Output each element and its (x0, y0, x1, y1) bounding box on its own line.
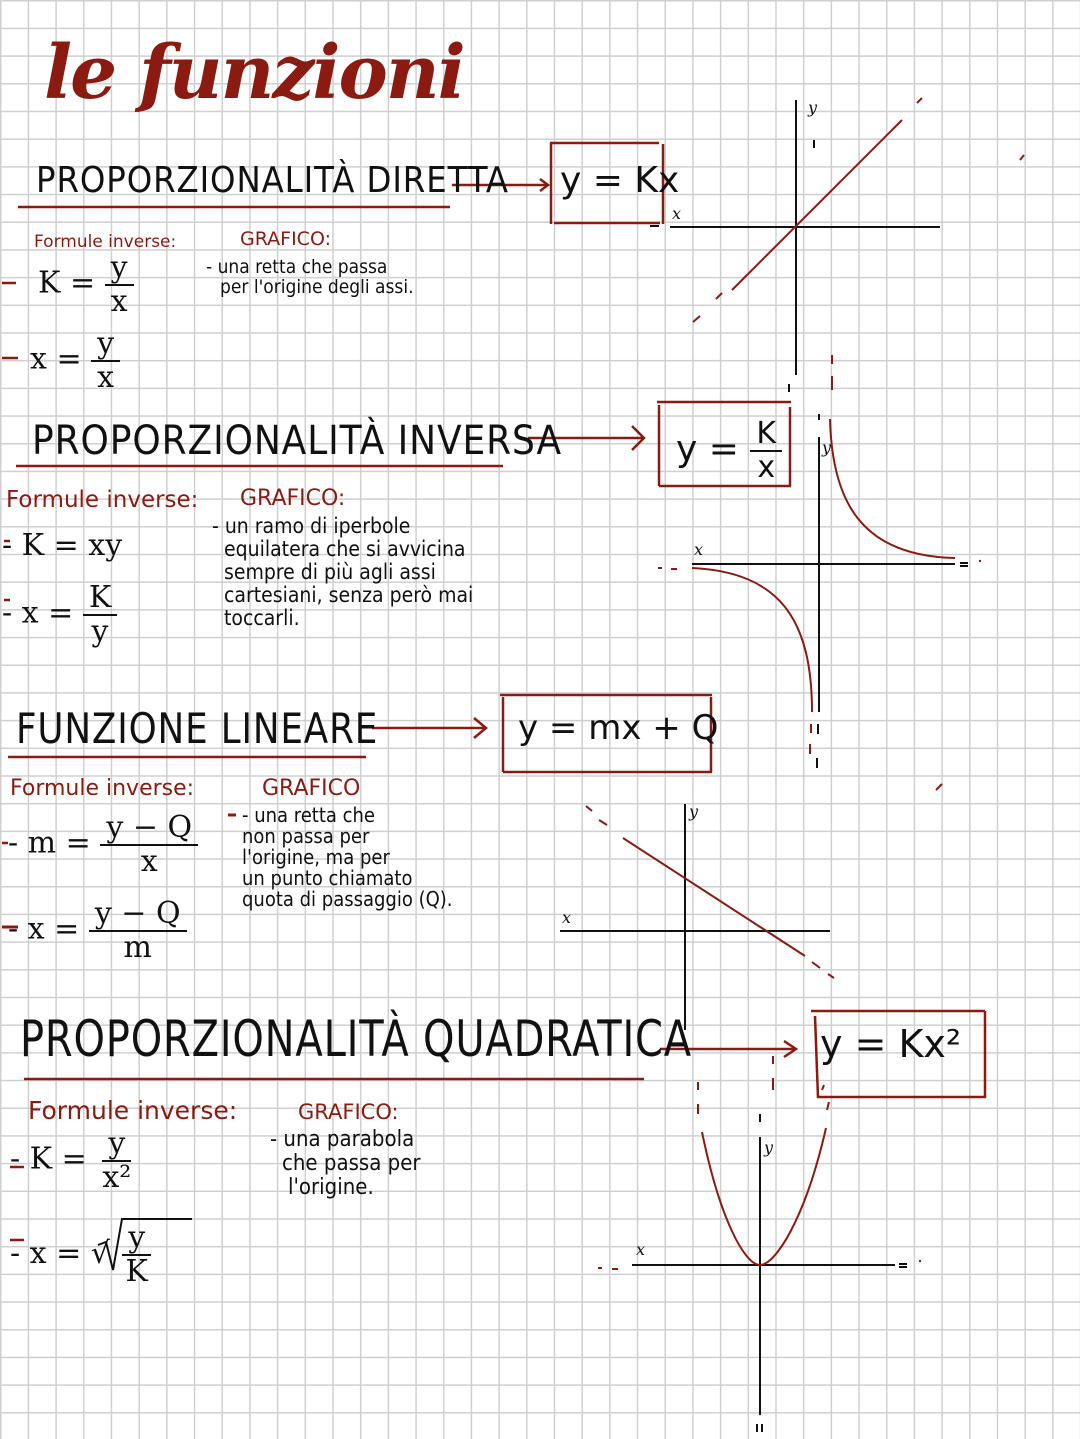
formula-box-lineare (500, 693, 713, 774)
graph-label: GRAFICO (262, 776, 361, 801)
graph-description: - un ramo di iperbole equilatera che si … (212, 514, 474, 630)
y-axis-label: y (822, 438, 832, 457)
inverse-formula: - K = xy (2, 528, 123, 563)
x-axis-label: x (636, 1240, 646, 1259)
arrow-icon (660, 1039, 799, 1059)
formula-box-quadratica (811, 1009, 987, 1099)
inverse-formulas-label: Formule inverse: (6, 487, 199, 513)
graph-direct-proportion (670, 97, 1025, 392)
page-title: le funzioni (44, 30, 466, 116)
graph-description: - una retta che passa per l'origine degl… (206, 256, 414, 298)
x-axis-label: x (562, 908, 572, 927)
section-heading-diretta: PROPORZIONALITÀ DIRETTA (36, 160, 509, 201)
inverse-formulas-label: Formule inverse: (28, 1096, 238, 1125)
formula-box-diretta (549, 141, 665, 227)
formula-box-inversa (657, 400, 792, 488)
graph-description: - una retta che non passa per l'origine,… (242, 803, 453, 911)
x-axis-label: x (694, 540, 704, 559)
y-axis-label: y (689, 802, 699, 821)
section-heading-quadratica: PROPORZIONALITÀ QUADRATICA (20, 1010, 692, 1068)
arrow-icon (372, 717, 488, 739)
sqrt-sign-icon (97, 1218, 192, 1271)
formula-lineare: y = mx + Q (518, 708, 719, 748)
graph-inverse-proportion (658, 355, 982, 768)
section-heading-lineare: FUNZIONE LINEARE (16, 704, 379, 753)
formula-diretta: y = Kx (560, 160, 680, 201)
x-axis-label: x (672, 204, 682, 223)
graph-quadratic-proportion (598, 1018, 922, 1432)
graph-label: GRAFICO: (240, 228, 331, 250)
formula-quadratica: y = Kx² (820, 1022, 962, 1066)
inverse-formulas-label: Formule inverse: (10, 776, 195, 801)
section-heading-inversa: PROPORZIONALITÀ INVERSA (32, 418, 563, 464)
graph-label: GRAFICO: (240, 486, 346, 511)
bullet-dashes (2, 281, 236, 1242)
arrow-icon (452, 178, 551, 192)
inverse-formulas-label: Formule inverse: (34, 232, 177, 252)
graph-linear-function (560, 783, 943, 1030)
y-axis-label: y (764, 1138, 774, 1157)
arrow-icon (528, 425, 646, 451)
graph-label: GRAFICO: (298, 1100, 399, 1124)
graph-description: - una parabola che passa per l'origine. (270, 1127, 421, 1200)
y-axis-label: y (808, 98, 818, 117)
